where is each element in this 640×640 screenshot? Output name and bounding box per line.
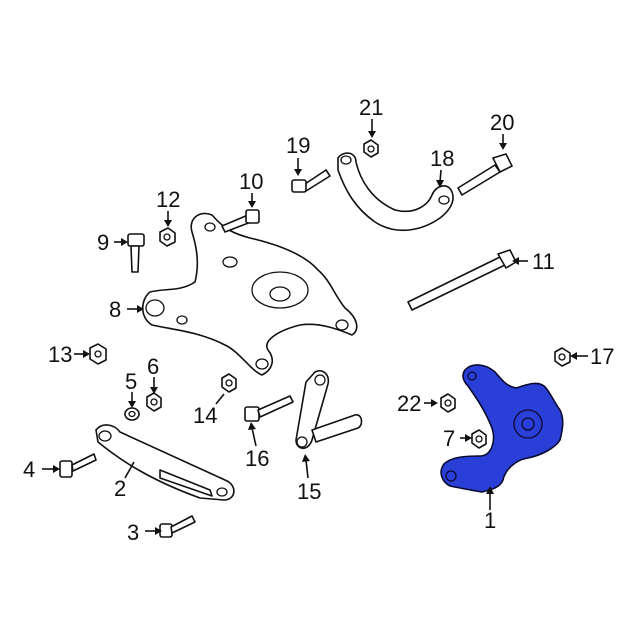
upper-control-arm-part[interactable] xyxy=(337,152,454,232)
bolt-20-part[interactable] xyxy=(457,153,513,196)
nut-17-part[interactable] xyxy=(554,347,571,367)
bolt-3-part[interactable] xyxy=(159,515,196,538)
callout-17: 17 xyxy=(590,344,614,369)
callout-21: 21 xyxy=(359,95,383,120)
nut-21-part[interactable] xyxy=(363,139,379,158)
callout-1: 1 xyxy=(484,508,496,533)
callout-labels: 1 2 3 4 5 6 7 8 9 10 11 12 13 14 15 16 1… xyxy=(23,95,614,545)
lower-arm-part[interactable] xyxy=(95,424,235,501)
nut-13-part[interactable] xyxy=(89,343,107,365)
callout-7: 7 xyxy=(443,426,455,451)
callout-2: 2 xyxy=(114,476,126,501)
callout-19: 19 xyxy=(286,133,310,158)
nut-7-part[interactable] xyxy=(471,429,487,449)
callout-4: 4 xyxy=(23,457,35,482)
subframe-part[interactable] xyxy=(141,212,358,376)
callout-arrows xyxy=(42,119,588,535)
bolt-4-part[interactable] xyxy=(59,453,97,478)
callout-11: 11 xyxy=(532,249,555,274)
callout-16: 16 xyxy=(245,446,269,471)
callout-3: 3 xyxy=(127,520,139,545)
callout-22: 22 xyxy=(397,391,421,416)
callout-18: 18 xyxy=(430,146,454,171)
callout-9: 9 xyxy=(97,230,109,255)
callout-10: 10 xyxy=(239,169,263,194)
callout-6: 6 xyxy=(147,354,159,379)
nut-12-part[interactable] xyxy=(159,227,176,247)
long-bolt-part[interactable] xyxy=(407,249,517,311)
callout-5: 5 xyxy=(125,369,137,394)
knuckle-part[interactable] xyxy=(440,364,564,493)
callout-20: 20 xyxy=(490,110,514,135)
callout-8: 8 xyxy=(109,297,121,322)
nut-14-part[interactable] xyxy=(221,373,237,393)
callout-12: 12 xyxy=(156,187,180,212)
nut-22-part[interactable] xyxy=(440,393,456,413)
callout-14: 14 xyxy=(193,403,217,428)
bolt-9-part[interactable] xyxy=(127,233,145,273)
bolt-19-part[interactable] xyxy=(291,169,331,193)
nut-6-part[interactable] xyxy=(146,392,162,412)
callout-13: 13 xyxy=(48,342,72,367)
toe-link-part[interactable] xyxy=(295,369,363,450)
bolt-10-part[interactable] xyxy=(221,209,260,233)
bolt-16-part[interactable] xyxy=(244,395,294,422)
washer-5-part[interactable] xyxy=(124,407,140,421)
callout-15: 15 xyxy=(297,479,321,504)
